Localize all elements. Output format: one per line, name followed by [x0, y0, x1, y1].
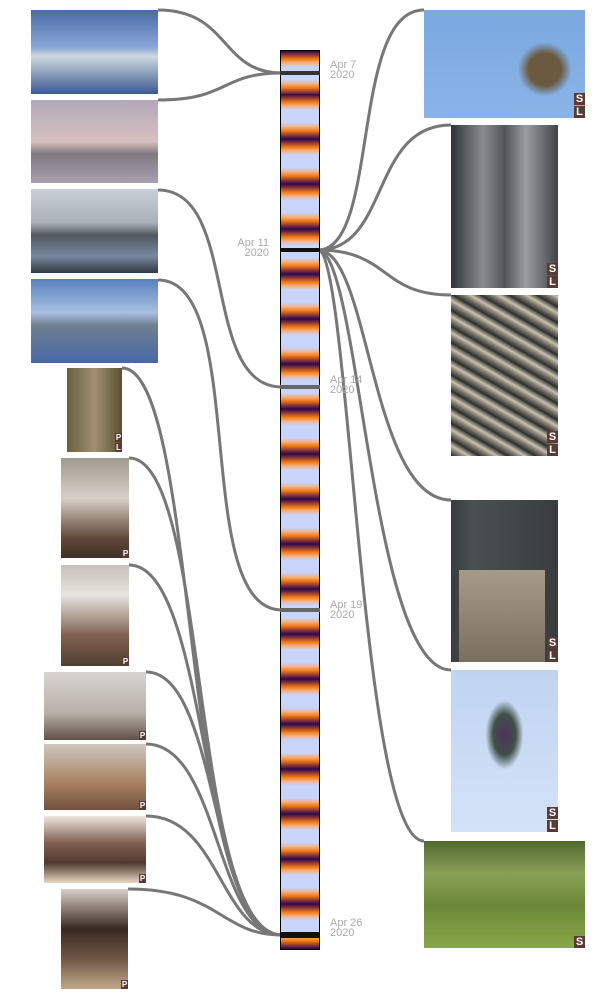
connector — [145, 814, 283, 937]
photo-harbour-bridge[interactable] — [31, 189, 158, 273]
badge: P — [139, 731, 146, 740]
badge: P — [122, 548, 129, 558]
date-marker — [280, 71, 320, 75]
connector — [317, 248, 452, 672]
photo-city-waterfront[interactable] — [31, 10, 158, 94]
photo-city-dusk[interactable] — [31, 100, 158, 183]
badge: P — [122, 656, 129, 666]
connector — [317, 123, 452, 252]
connector — [317, 8, 425, 252]
connector — [317, 248, 425, 843]
connector — [145, 670, 283, 937]
date-marker — [280, 385, 320, 389]
badge: S — [574, 935, 585, 948]
badge: P — [121, 979, 128, 989]
badge: L — [547, 276, 558, 288]
badge: L — [547, 444, 558, 456]
connector — [157, 71, 283, 102]
timeline-day-night-bar[interactable] — [280, 50, 320, 950]
connector — [128, 456, 283, 937]
connector — [317, 248, 452, 502]
badge: S — [547, 807, 558, 819]
badge: S — [574, 936, 585, 948]
connector — [145, 742, 283, 937]
connector — [128, 563, 283, 937]
photo-birthday-cake[interactable]: P — [44, 816, 146, 883]
badge: P — [121, 980, 128, 989]
badge: P — [139, 730, 146, 740]
badge: S — [547, 263, 558, 275]
connector — [157, 188, 283, 389]
badge: L — [574, 106, 585, 118]
connector — [317, 248, 452, 297]
badge: P — [122, 657, 129, 666]
date-marker — [280, 608, 320, 612]
badge: L — [115, 443, 122, 452]
date-marker — [280, 248, 320, 252]
photo-marina-skyline[interactable] — [31, 279, 158, 363]
badge: S — [547, 637, 558, 649]
badge: P — [139, 801, 146, 810]
badge: P — [122, 549, 129, 558]
badge: L — [547, 650, 558, 662]
photo-girl-lamp-2[interactable]: P — [61, 565, 129, 666]
badge: P — [139, 873, 146, 883]
badge: P — [115, 433, 122, 442]
badge: S — [547, 431, 558, 443]
connector — [127, 887, 283, 937]
badge: S — [574, 93, 585, 105]
photo-lamp-ceiling[interactable]: P — [44, 672, 146, 740]
badge: P — [139, 874, 146, 883]
photo-girl-kitchen[interactable]: P — [44, 744, 146, 810]
badge: P — [139, 800, 146, 810]
date-marker — [280, 932, 320, 938]
photo-coyote[interactable]: S — [424, 841, 585, 948]
photo-girl-cake[interactable]: P — [61, 889, 128, 989]
connector — [157, 8, 283, 75]
badge: L — [547, 820, 558, 832]
connector — [157, 278, 283, 612]
photo-girl-lamp[interactable]: P — [61, 458, 129, 558]
